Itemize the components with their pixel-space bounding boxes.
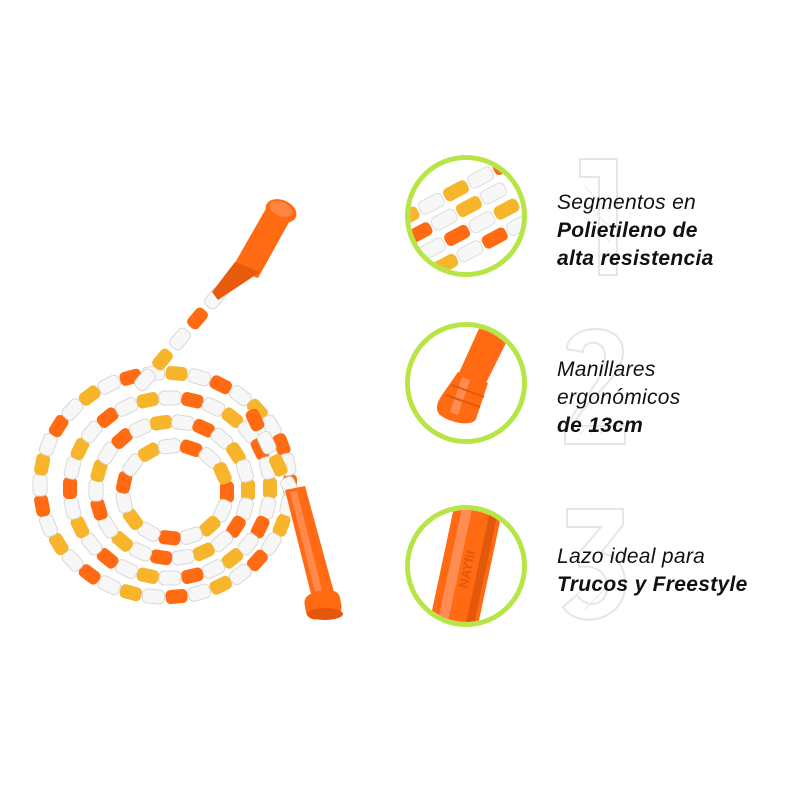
feature-polietileno: Segmentos en Polietileno de alta resiste…: [405, 155, 800, 295]
rope-bead: [169, 327, 191, 351]
rope-bead: [149, 414, 173, 431]
rope-bead: [180, 567, 204, 585]
rope-bead: [158, 530, 181, 546]
rope-bead: [209, 375, 232, 395]
rope-bead: [228, 563, 252, 586]
feature-freestyle: NAYfit Lazo ideal para Trucos y Freestyl…: [405, 505, 800, 645]
feature-line: Trucos y Freestyle: [557, 573, 748, 596]
rope-bead: [157, 438, 182, 455]
rope-coil: [32, 365, 297, 605]
segments-closeup-icon: [405, 155, 527, 277]
rope-bead: [90, 459, 108, 483]
feature-line: Manillares: [557, 358, 656, 381]
rope-bead: [88, 478, 104, 502]
rope-bead: [221, 407, 244, 428]
rope-bead: [97, 575, 122, 596]
rope-bead: [149, 549, 173, 566]
rope-bead: [250, 515, 270, 539]
rope-bead: [136, 567, 160, 585]
rope-bead: [61, 398, 84, 421]
rope-bead: [220, 481, 234, 503]
rope-bead: [165, 588, 188, 605]
rope-bead: [96, 407, 119, 428]
rope-bead: [272, 433, 291, 456]
feature-line: Segmentos en: [557, 191, 697, 214]
rope-bead: [90, 497, 108, 521]
rope-bead: [122, 508, 144, 531]
rope-bead: [179, 526, 203, 546]
feature-line: alta resistencia: [557, 247, 714, 270]
rope-bead: [201, 559, 226, 579]
rope-bead: [187, 583, 212, 602]
rope-bead: [63, 477, 77, 499]
feature-manillares: Manillares ergonómicos de 13cm: [405, 322, 800, 462]
rope-bead: [165, 365, 188, 382]
rope-bead: [32, 473, 48, 497]
rope-bead: [245, 408, 265, 432]
rope-bead: [246, 549, 268, 572]
rope-bead: [171, 414, 195, 432]
rope-bead: [226, 515, 246, 538]
rope-bead: [114, 397, 139, 417]
rope-bead: [34, 453, 51, 476]
rope-bead: [134, 368, 156, 392]
rope-bead: [97, 374, 122, 395]
rope-bead: [70, 437, 90, 461]
handle-logo-icon: NAYfit: [405, 505, 527, 627]
rope-bead: [137, 442, 161, 462]
rope-bead: [256, 430, 277, 455]
rope-bead: [111, 530, 134, 552]
rope-bead: [78, 385, 101, 406]
feature-text: Segmentos en Polietileno de alta resiste…: [557, 189, 714, 273]
feature-line: ergonómicos: [557, 386, 681, 409]
rope-bead: [158, 390, 182, 406]
rope-bead: [235, 459, 255, 483]
rope-bead: [263, 477, 277, 499]
rope-bead: [213, 461, 232, 485]
rope-bead: [209, 575, 232, 595]
rope-bead: [96, 548, 119, 569]
rope-bead: [78, 564, 101, 585]
rope-bead: [198, 515, 221, 537]
rope-bead: [241, 479, 255, 501]
handle-tip-icon: [405, 322, 527, 444]
rope-bead: [141, 588, 166, 605]
bottom-handle: [285, 486, 343, 620]
top-handle: [212, 199, 297, 300]
rope-bead: [226, 442, 246, 465]
rope-bead: [111, 428, 134, 450]
feature-line: de 13cm: [557, 414, 644, 437]
number-1-watermark: [579, 158, 618, 276]
rope-bead: [171, 548, 195, 566]
rope-bead: [180, 391, 204, 409]
rope-bead: [192, 542, 215, 562]
rope-bead: [152, 348, 173, 371]
rope-bead: [70, 515, 90, 539]
rope-bead: [187, 368, 212, 387]
feature-line: Polietileno de: [557, 219, 698, 242]
rope-bead: [246, 398, 268, 421]
rope-bead: [34, 494, 51, 517]
number-2-watermark: [564, 328, 626, 445]
rope-bead: [179, 439, 203, 458]
rope-bead: [187, 307, 208, 330]
number-3-watermark: [561, 508, 627, 621]
rope-bead: [268, 454, 288, 477]
rope-bead: [48, 414, 69, 438]
rope-bead: [115, 471, 133, 494]
rope-bead: [136, 391, 160, 409]
feature-text: Lazo ideal para Trucos y Freestyle: [557, 543, 748, 599]
rope-bead: [158, 570, 182, 586]
rope-bead: [272, 514, 291, 537]
rope-bead: [192, 418, 215, 438]
rope-bead: [48, 532, 69, 556]
feature-text: Manillares ergonómicos de 13cm: [557, 356, 681, 440]
rope-bead: [221, 548, 244, 569]
rope-bead: [63, 496, 82, 520]
rope-bead: [119, 584, 143, 602]
feature-line: Lazo ideal para: [557, 545, 706, 568]
